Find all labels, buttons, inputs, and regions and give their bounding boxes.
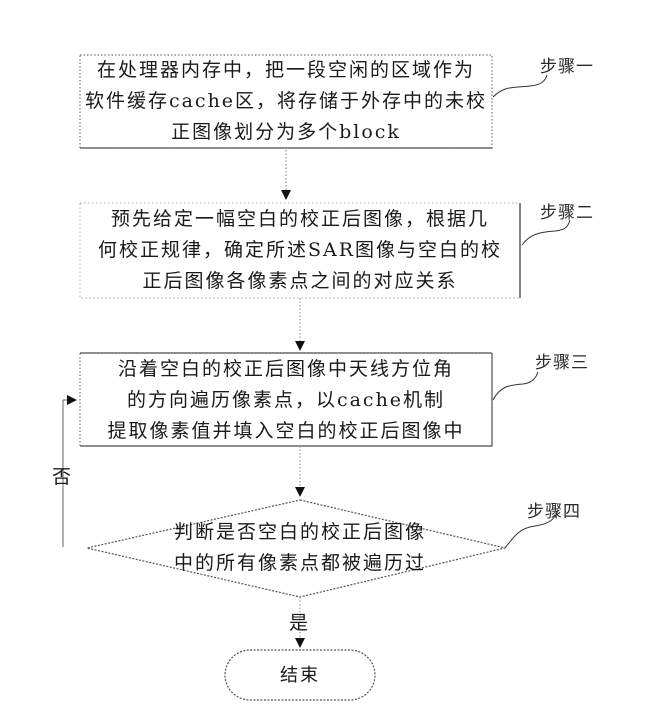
step2-callout-leader bbox=[521, 219, 571, 246]
step3-label: 步骤三 bbox=[535, 353, 589, 373]
end-text: 结束 bbox=[280, 665, 320, 686]
step4-line: 中的所有像素点都被遍历过 bbox=[173, 552, 426, 574]
step4-text: 判断是否空白的校正后图像 中的所有像素点都被遍历过 bbox=[150, 517, 450, 579]
step2-line: 正后图像各像素点之间的对应关系 bbox=[142, 270, 458, 292]
step2-line: 预先给定一幅空白的校正后图像，根据几 bbox=[110, 208, 489, 230]
end-terminal bbox=[224, 649, 376, 701]
step4-line: 判断是否空白的校正后图像 bbox=[173, 521, 426, 543]
step1-callout-leader bbox=[492, 74, 548, 98]
step2-line: 何校正规律，确定所述SAR图像与空白的校 bbox=[97, 239, 503, 261]
step2-label: 步骤二 bbox=[540, 203, 594, 223]
step3-line: 的方向遍历像素点，以cache机制 bbox=[126, 389, 446, 411]
edge-label-yes: 是 bbox=[289, 612, 309, 634]
step4-callout-leader bbox=[504, 509, 559, 549]
step1-line: 正图像划分为多个block bbox=[171, 121, 401, 143]
step1-line: 软件缓存cache区，将存储于外存中的未校 bbox=[84, 90, 488, 112]
step1-text: 在处理器内存中，把一段空闲的区域作为 软件缓存cache区，将存储于外存中的未校… bbox=[84, 55, 488, 148]
step3-line: 沿着空白的校正后图像中天线方位角 bbox=[117, 358, 454, 380]
edge-label-no: 否 bbox=[52, 466, 72, 488]
step3-line: 提取像素值并填入空白的校正后图像中 bbox=[107, 420, 465, 442]
step3-text: 沿着空白的校正后图像中天线方位角 的方向遍历像素点，以cache机制 提取像素值… bbox=[84, 354, 488, 447]
step1-line: 在处理器内存中，把一段空闲的区域作为 bbox=[96, 59, 475, 81]
step4-label: 步骤四 bbox=[527, 502, 581, 522]
step2-box bbox=[79, 202, 521, 299]
step2-text: 预先给定一幅空白的校正后图像，根据几 何校正规律，确定所述SAR图像与空白的校 … bbox=[84, 204, 516, 297]
step3-callout-leader bbox=[492, 371, 539, 401]
step1-label: 步骤一 bbox=[540, 57, 594, 77]
